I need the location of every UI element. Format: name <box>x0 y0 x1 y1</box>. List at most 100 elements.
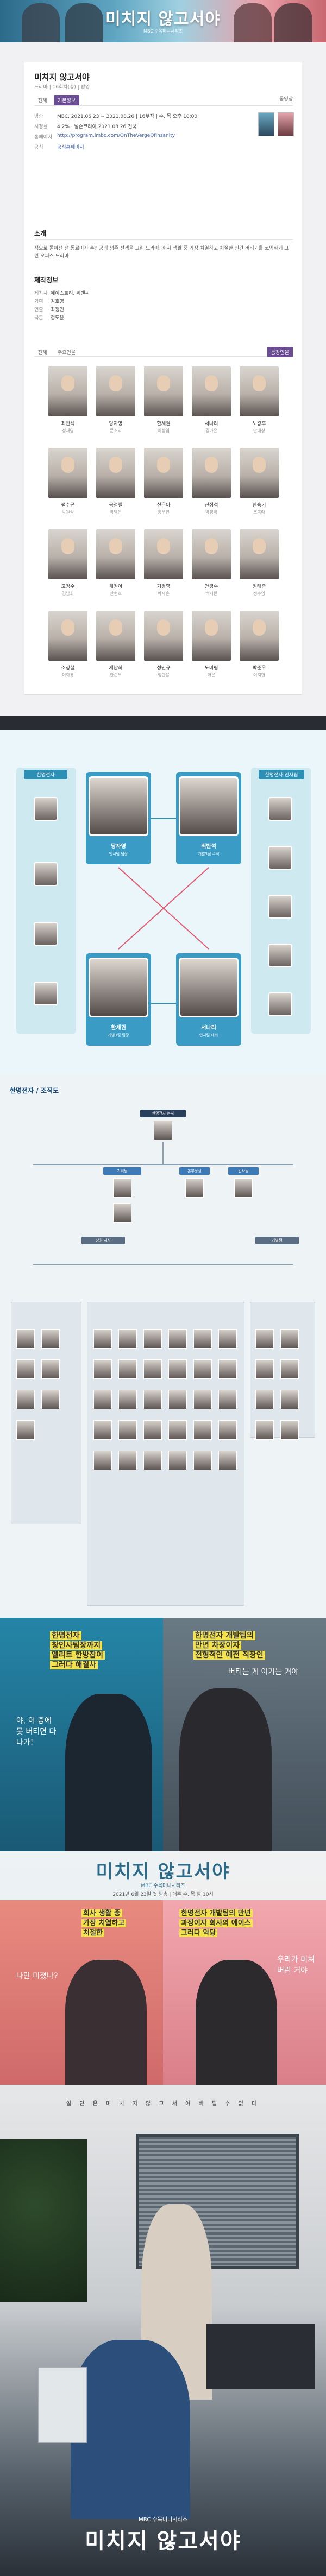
tab-basic-info[interactable]: 기본정보 <box>54 95 80 105</box>
org-photo <box>118 1359 137 1379</box>
cast-name[interactable]: 한승기 <box>252 503 266 508</box>
org-photo <box>93 1329 112 1349</box>
cast-photo[interactable] <box>48 611 87 661</box>
cast-photo[interactable] <box>96 448 135 498</box>
cast-role: 김가은 <box>205 428 218 433</box>
cast-role: 박원상 <box>61 510 74 515</box>
cast-photo[interactable] <box>192 448 231 498</box>
portrait-choebanseok <box>179 776 239 836</box>
actress-figure <box>196 1960 277 2085</box>
org-photo <box>280 1329 299 1349</box>
org-photo <box>168 1329 187 1349</box>
cast-photo[interactable] <box>240 529 279 579</box>
cast-name[interactable]: 제남희 <box>109 666 123 671</box>
cast-name[interactable]: 한세권 <box>156 421 171 427</box>
cast-photo[interactable] <box>240 448 279 498</box>
cast-name[interactable]: 노왕후 <box>252 421 266 427</box>
cast-role: 정한용 <box>157 673 170 678</box>
cast-photo[interactable] <box>48 366 87 416</box>
tab-all[interactable]: 전체 <box>38 98 47 104</box>
org-branch: 창원 지사 <box>82 1237 125 1244</box>
cast-photo[interactable] <box>144 448 183 498</box>
cast-name[interactable]: 정태준 <box>252 584 266 590</box>
cast-photo[interactable] <box>48 448 87 498</box>
cast-name[interactable]: 공정필 <box>109 503 123 508</box>
org-photo <box>143 1359 162 1379</box>
cast-tab-characters[interactable]: 등장인물 <box>267 347 293 357</box>
poster-thumb-2[interactable] <box>278 112 294 136</box>
poster-main: 한명전자 창인사팀장까지 엘리트 한방잡이 그러다 해결사 야, 이 중에 못 … <box>0 1618 326 1900</box>
cast-photo[interactable] <box>192 366 231 416</box>
cast-name[interactable]: 당자영 <box>109 421 123 427</box>
org-panel-center <box>87 1302 244 1606</box>
homepage-link[interactable]: http://program.imbc.com/OnTheVergeOfInsa… <box>57 133 175 138</box>
actor-figure <box>71 2340 190 2519</box>
cast-photo[interactable] <box>96 366 135 416</box>
org-photo <box>168 1359 187 1379</box>
cast-tab-main[interactable]: 주요인물 <box>58 350 76 356</box>
synopsis-heading: 소개 <box>34 230 47 237</box>
char-name: 서나리 <box>201 1025 216 1031</box>
org-photo <box>113 1203 131 1223</box>
tab-video[interactable]: 동영상 <box>279 97 293 102</box>
char-role: 개발3팀 수석 <box>198 852 220 856</box>
cast-name[interactable]: 최반석 <box>61 421 75 427</box>
cast-photo[interactable] <box>240 611 279 661</box>
cast-name[interactable]: 기경영 <box>156 584 171 590</box>
cast-photo[interactable] <box>144 611 183 661</box>
char-role: 인사팀 팀장 <box>109 852 128 856</box>
org-photo <box>168 1420 187 1440</box>
cast-name[interactable]: 소상철 <box>61 666 75 671</box>
plant <box>0 2139 87 2302</box>
cast-name[interactable]: 팽수곤 <box>61 503 75 508</box>
cast-name[interactable]: 신은아 <box>156 503 171 508</box>
cast-name[interactable]: 박준우 <box>252 666 266 671</box>
cast-photo[interactable] <box>192 611 231 661</box>
org-photo <box>218 1451 237 1470</box>
cast-name[interactable]: 신정석 <box>204 503 218 508</box>
cast-photo[interactable] <box>192 529 231 579</box>
cast-photo[interactable] <box>144 529 183 579</box>
org-photo <box>280 1390 299 1409</box>
cast-photo[interactable] <box>96 529 135 579</box>
cast-photo[interactable] <box>96 611 135 661</box>
cast-photo[interactable] <box>48 529 87 579</box>
org-branch: 개발팀 <box>255 1237 299 1244</box>
official-link[interactable]: 공식홈페이지 <box>57 145 84 150</box>
cast-photo[interactable] <box>144 366 183 416</box>
org-photo <box>193 1329 212 1349</box>
cast-name[interactable]: 노미림 <box>204 666 218 671</box>
org-photo <box>234 1178 253 1198</box>
cast-name[interactable]: 고정수 <box>61 584 75 590</box>
banner-title: 미치지 않고서야 <box>105 10 221 29</box>
cast-name[interactable]: 성민규 <box>156 666 171 671</box>
poster-thumb-1[interactable] <box>258 112 274 136</box>
portrait-hansegwon <box>89 958 148 1017</box>
cast-tab-all[interactable]: 전체 <box>38 350 47 356</box>
cast-name[interactable]: 채정아 <box>109 584 123 590</box>
cast-photo[interactable] <box>240 366 279 416</box>
cast-name[interactable]: 서나리 <box>204 421 218 427</box>
cast-name[interactable]: 안경수 <box>204 584 218 590</box>
